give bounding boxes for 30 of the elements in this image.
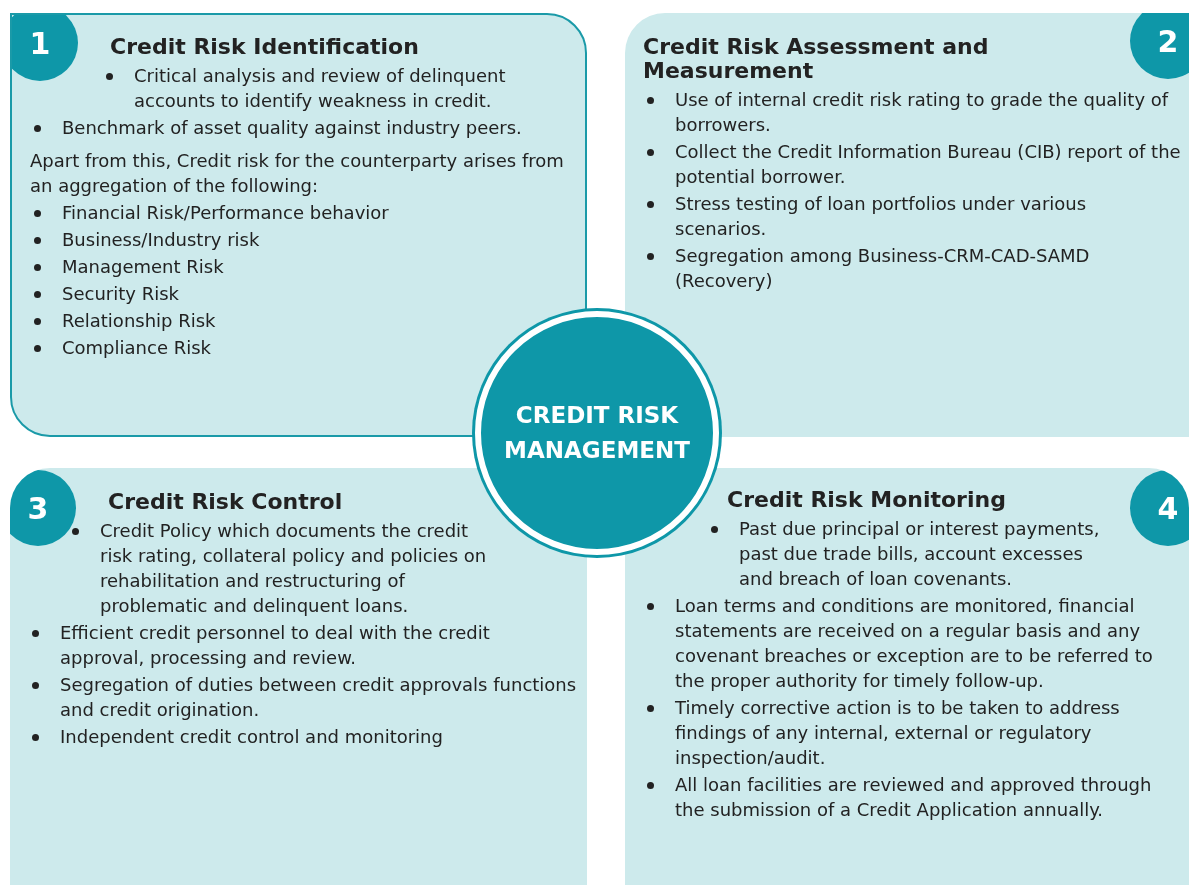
- bullet-text: Segregation of duties between credit approvals functions and credit origination.: [60, 674, 577, 720]
- bullet-text: Use of internal credit risk rating to grade the quality of borrowers.: [675, 89, 1169, 135]
- bullet-text: Efficient credit personnel to deal with the credit approval, processing and review.: [60, 622, 490, 668]
- step-number: 2: [1130, 13, 1189, 79]
- bullet-text: Independent credit control and monitoring: [60, 726, 443, 747]
- bullet-text: Management Risk: [62, 256, 224, 277]
- panel-heading: Credit Risk Monitoring: [727, 487, 1006, 512]
- panel-heading: Credit Risk Assessment and Measurement: [643, 34, 989, 83]
- bullet-text: Relationship Risk: [62, 310, 216, 331]
- bullet-text: Stress testing of loan portfolios under various scenarios.: [675, 193, 1087, 239]
- bullet-text: Critical analysis and review of delinquent accounts to identify weakness in credit.: [134, 65, 506, 111]
- bullet-text: Compliance Risk: [62, 337, 211, 358]
- bullet-text: Financial Risk/Performance behavior: [62, 202, 389, 223]
- stage-panel: [625, 468, 1189, 885]
- bullet-text: Timely corrective action is to be taken to address findings of any internal, external or regulatory inspection/audit.: [675, 697, 1120, 768]
- bullet-text: Segregation among Business-CRM-CAD-SAMD (Recovery): [675, 245, 1090, 291]
- bullet-text: Loan terms and conditions are monitored, financial statements are received on a regular basis and any covenant breaches or exception are to be referred to the proper authority for timely follow-up.: [675, 595, 1153, 691]
- step-number: 4: [1130, 470, 1189, 546]
- bullet-text: Business/Industry risk: [62, 229, 260, 250]
- stage-panel: [10, 468, 587, 885]
- bullet-text: Security Risk: [62, 283, 179, 304]
- step-number: 1: [12, 15, 78, 81]
- panel-heading: Credit Risk Identification: [110, 34, 419, 59]
- panel-heading: Credit Risk Control: [108, 489, 343, 514]
- bullet-text: Collect the Credit Information Bureau (CIB) report of the potential borrower.: [675, 141, 1181, 187]
- step-number: 3: [10, 470, 76, 546]
- bullet-text: Benchmark of asset quality against industry peers.: [62, 117, 522, 138]
- paragraph: Apart from this, Credit risk for the counterparty arises from an aggregation of the following:: [30, 150, 564, 196]
- bullet-text: All loan facilities are reviewed and approved through the submission of a Credit Application annually.: [675, 774, 1152, 820]
- bullet-text: Past due principal or interest payments, past due trade bills, account excesses and breach of loan covenants.: [739, 518, 1100, 589]
